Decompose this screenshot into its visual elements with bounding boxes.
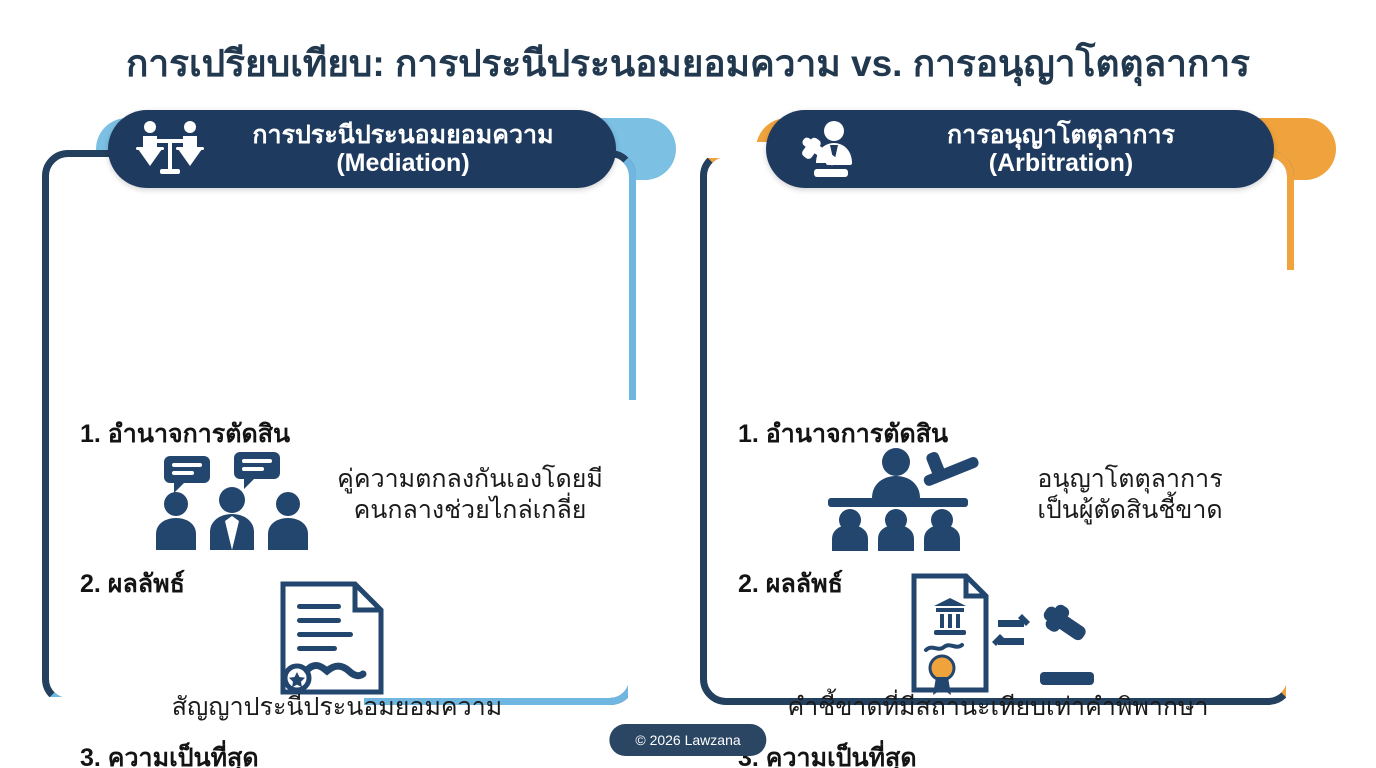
arbitration-card-body: 1. อำนาจการตัดสิน อนุญาโตตุลาการ	[700, 346, 1294, 768]
three-people-chat-icon	[156, 452, 308, 550]
right-section-2-text: คำชี้ขาดที่มีสถานะเทียบเท่าคำพิพากษา	[787, 693, 1209, 721]
mediation-card: 1. อำนาจการตัดสิน	[34, 150, 644, 768]
mediation-header-line2: (Mediation)	[336, 149, 470, 177]
arbitrator-panel-gavel-icon	[828, 448, 979, 551]
arbitration-header-line1: การอนุญาโตตุลาการ	[947, 121, 1175, 149]
contract-handshake-seal-icon	[280, 581, 384, 695]
copyright-badge: © 2026 Lawzana	[609, 724, 767, 756]
right-section-1-text-line2: เป็นผู้ตัดสินชี้ขาด	[1037, 495, 1223, 524]
arbitration-card: 1. อำนาจการตัดสิน อนุญาโตตุลาการ	[692, 142, 1302, 768]
arbitration-header-text: การอนุญาโตตุลาการ (Arbitration)	[874, 121, 1248, 177]
mediation-card-body: 1. อำนาจการตัดสิน	[42, 346, 636, 768]
left-section-1-text-line2: คนกลางช่วยไกล่เกลี่ย	[353, 495, 587, 524]
arbitration-card-header: การอนุญาโตตุลาการ (Arbitration)	[766, 110, 1274, 188]
left-section-1-title: 1. อำนาจการตัดสิน	[80, 420, 291, 448]
right-section-1-title: 1. อำนาจการตัดสิน	[738, 420, 949, 448]
award-document-gavel-icon	[911, 573, 1094, 695]
right-section-2-title: 2. ผลลัพธ์	[738, 570, 843, 598]
mediation-header-line1: การประนีประนอมยอมความ	[252, 121, 554, 149]
arbitration-header-line2: (Arbitration)	[988, 149, 1134, 177]
lock-anchor-blocked-appeal-icon	[910, 764, 1140, 768]
right-section-1-text: อนุญาโตตุลาการ เป็นผู้ตัดสินชี้ขาด	[985, 464, 1275, 525]
left-section-1-text: คู่ความตกลงกันเองโดยมี คนกลางช่วยไกล่เกล…	[310, 464, 630, 525]
scales-handshake-icon	[136, 121, 204, 174]
mediation-card-header: การประนีประนอมยอมความ (Mediation)	[108, 110, 616, 188]
left-section-2-text: สัญญาประนีประนอมยอมความ	[171, 693, 503, 721]
mediation-header-text: การประนีประนอมยอมความ (Mediation)	[216, 121, 590, 177]
left-section-3-title: 3. ความเป็นที่สุด	[80, 744, 259, 768]
page-title: การเปรียบเทียบ: การประนีประนอมยอมความ vs…	[125, 43, 1251, 84]
left-section-1-text-line1: คู่ความตกลงกันเองโดยมี	[337, 465, 603, 493]
right-section-1-text-line1: อนุญาโตตุลาการ	[1037, 465, 1223, 493]
right-section-3-title: 3. ความเป็นที่สุด	[738, 744, 917, 768]
judge-gavel-icon	[802, 121, 852, 177]
left-section-2-title: 2. ผลลัพธ์	[80, 570, 185, 598]
